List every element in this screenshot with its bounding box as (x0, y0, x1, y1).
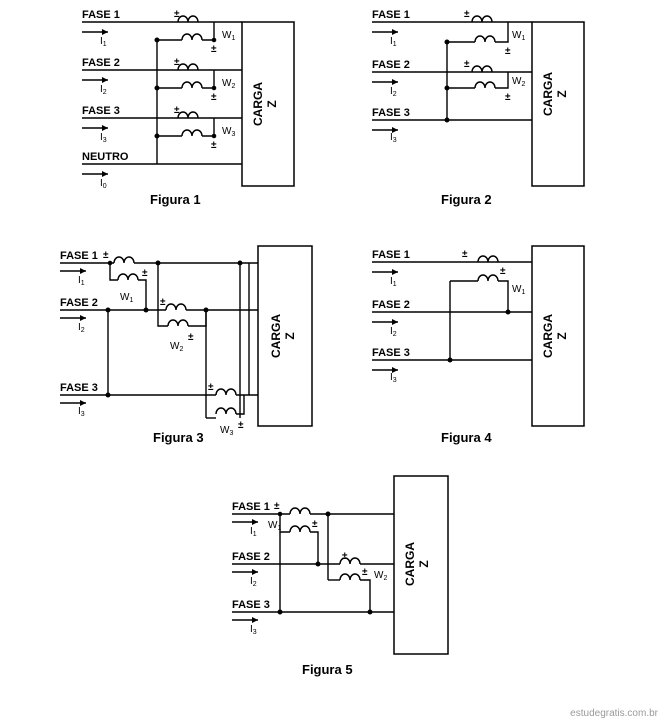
figure-5: CARGA Z FASE 1 FASE 2 FASE 3 W1 W2 ±± ±±… (231, 475, 449, 677)
load-box-fig1 (241, 21, 295, 187)
svg-text:I2: I2 (100, 84, 107, 96)
phase-label: FASE 3 (82, 105, 120, 117)
svg-text:W1: W1 (512, 30, 525, 42)
phase-label: FASE 1 (82, 9, 120, 21)
watermark: estudegratis.com.br (570, 708, 658, 719)
phase-label: FASE 2 (372, 59, 410, 71)
load-z-fig4: Z (555, 332, 569, 339)
phase-label: FASE 2 (232, 551, 270, 563)
phase-label: FASE 1 (232, 501, 270, 513)
load-z-fig2: Z (555, 90, 569, 97)
svg-text:±: ± (505, 46, 511, 57)
caption-fig5: Figura 5 (302, 662, 353, 677)
svg-text:W3: W3 (222, 126, 235, 138)
svg-text:±: ± (505, 92, 511, 103)
svg-text:W1: W1 (512, 284, 525, 296)
load-box-fig5 (393, 475, 449, 655)
svg-text:±: ± (188, 332, 194, 343)
svg-text:±: ± (312, 519, 318, 530)
svg-text:±: ± (211, 92, 217, 103)
load-label-fig2: CARGA (541, 72, 555, 116)
phase-label: FASE 2 (372, 299, 410, 311)
svg-text:I1: I1 (78, 275, 85, 287)
svg-text:±: ± (211, 44, 217, 55)
svg-text:I1: I1 (100, 36, 107, 48)
load-label-fig3: CARGA (269, 314, 283, 358)
svg-text:I3: I3 (100, 132, 107, 144)
svg-text:I2: I2 (390, 326, 397, 338)
svg-text:I1: I1 (390, 36, 397, 48)
phase-label: FASE 1 (372, 9, 410, 21)
svg-text:I3: I3 (250, 624, 257, 636)
svg-text:I3: I3 (390, 132, 397, 144)
load-box-fig3 (257, 245, 313, 427)
figure-3: CARGA Z FASE 1 FASE 2 FASE 3 (59, 245, 313, 445)
caption-fig4: Figura 4 (441, 430, 492, 445)
phase-label: FASE 2 (60, 297, 98, 309)
svg-text:I2: I2 (78, 322, 85, 334)
svg-text:W1: W1 (120, 292, 133, 304)
caption-fig2: Figura 2 (441, 192, 492, 207)
svg-text:±: ± (174, 105, 180, 116)
phase-label: FASE 1 (60, 250, 98, 262)
svg-text:±: ± (342, 551, 348, 562)
phase-label: FASE 3 (60, 382, 98, 394)
load-z-fig5: Z (417, 560, 431, 567)
phase-label: FASE 1 (372, 249, 410, 261)
phase-label: FASE 3 (372, 107, 410, 119)
svg-text:±: ± (362, 567, 368, 578)
svg-text:±: ± (238, 420, 244, 431)
load-z-fig3: Z (283, 332, 297, 339)
svg-text:W2: W2 (512, 76, 525, 88)
load-label-fig4: CARGA (541, 314, 555, 358)
svg-text:±: ± (464, 9, 470, 20)
svg-text:±: ± (160, 297, 166, 308)
svg-text:I1: I1 (390, 276, 397, 288)
svg-text:W3: W3 (220, 425, 233, 437)
svg-text:±: ± (142, 268, 148, 279)
load-label-fig5: CARGA (403, 542, 417, 586)
caption-fig1: Figura 1 (150, 192, 201, 207)
svg-text:I2: I2 (250, 576, 257, 588)
load-label-fig1: CARGA (251, 82, 265, 126)
neutral-label: NEUTRO (82, 151, 129, 163)
svg-text:±: ± (208, 382, 214, 393)
svg-text:W2: W2 (374, 570, 387, 582)
svg-text:W2: W2 (222, 78, 235, 90)
svg-text:W1: W1 (222, 30, 235, 42)
svg-text:W2: W2 (170, 341, 183, 353)
svg-text:I1: I1 (250, 526, 257, 538)
phase-label: FASE 3 (372, 347, 410, 359)
svg-text:±: ± (500, 266, 506, 277)
svg-text:I3: I3 (78, 406, 85, 418)
svg-text:±: ± (103, 250, 109, 261)
caption-fig3: Figura 3 (153, 430, 204, 445)
svg-text:I0: I0 (100, 178, 107, 190)
svg-text:±: ± (174, 57, 180, 68)
svg-text:I2: I2 (390, 86, 397, 98)
svg-text:±: ± (211, 140, 217, 151)
svg-text:±: ± (174, 9, 180, 20)
svg-text:±: ± (274, 501, 280, 512)
phase-label: FASE 2 (82, 57, 120, 69)
phase-label: FASE 3 (232, 599, 270, 611)
svg-text:I3: I3 (390, 372, 397, 384)
load-z-fig1: Z (265, 100, 279, 107)
figure-4: CARGA Z FASE 1 FASE 2 FASE 3 W1 ± ± I1 I2… (371, 245, 585, 445)
figure-1: CARGA Z FASE 1 FASE 2 FASE 3 NEUTRO W1 W… (81, 9, 295, 207)
svg-text:±: ± (462, 249, 468, 260)
load-box-fig2 (531, 21, 585, 187)
figure-2: CARGA Z FASE 1 FASE 2 FASE 3 W1 W2 ± ± ± ±… (371, 9, 585, 207)
svg-text:±: ± (464, 59, 470, 70)
load-box-fig4 (531, 245, 585, 427)
